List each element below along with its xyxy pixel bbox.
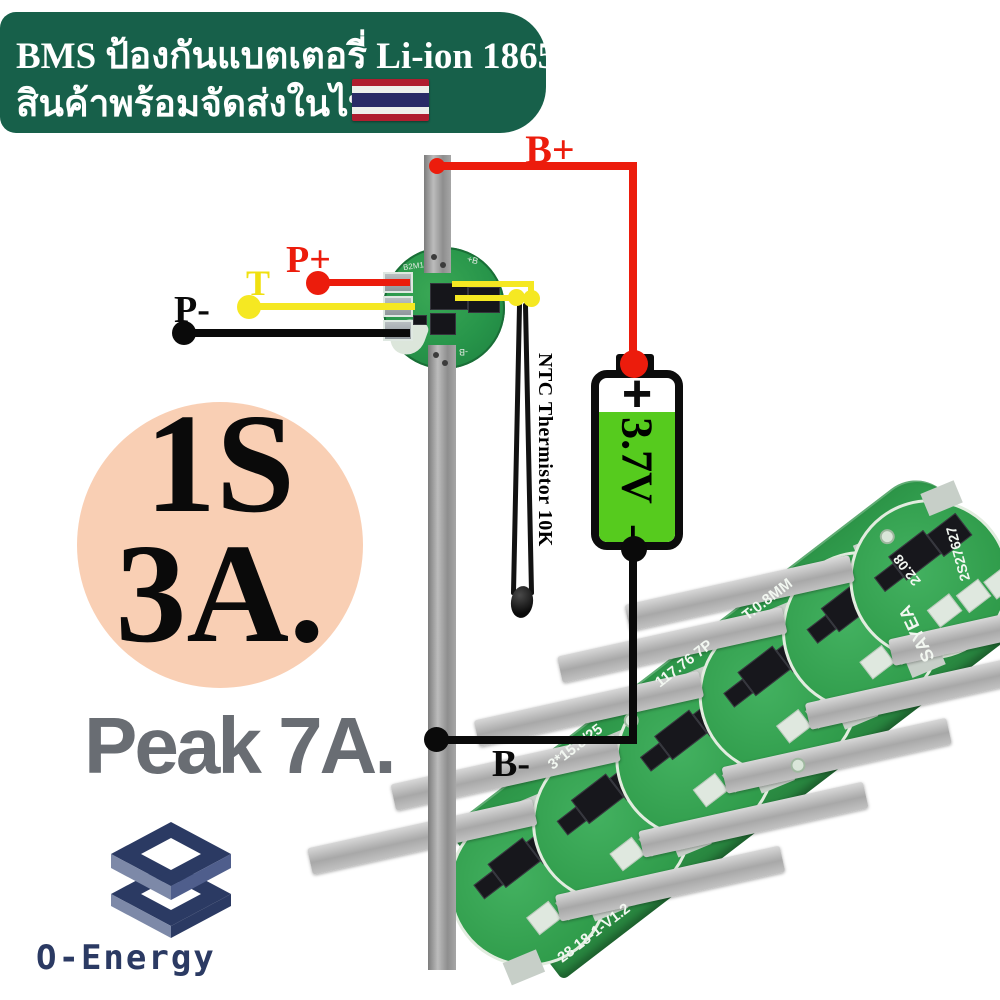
- banner-title: BMS ป้องกันแบตเตอรี่ Li-ion 18650: [16, 36, 575, 77]
- b-plus-label: B+: [525, 127, 575, 172]
- p-minus-label: P-: [174, 289, 210, 331]
- thailand-flag-icon: [352, 79, 429, 121]
- ntc-wire-1: [452, 281, 534, 287]
- board-top-pad-label: +B: [465, 253, 480, 267]
- t-node: [237, 295, 261, 319]
- t-wire: [249, 303, 415, 310]
- spec-badge: 1S 3A.: [77, 392, 363, 688]
- b-minus-label: B-: [492, 743, 530, 785]
- spec-peak: Peak 7A.: [84, 701, 397, 790]
- battery-plus-sign: +: [621, 370, 653, 423]
- p-plus-label: P+: [286, 239, 331, 281]
- spec-current: 3A.: [115, 514, 325, 672]
- battery-negative-node: [621, 536, 647, 562]
- board-bottom-pad-label: -B: [459, 347, 468, 357]
- b-plus-wire-horizontal: [437, 162, 637, 170]
- p-plus-node: [306, 271, 330, 295]
- b-plus-node: [429, 158, 445, 174]
- brand-name: O-Energy: [36, 938, 216, 978]
- battery-positive-node: [620, 350, 648, 378]
- ntc-label: NTC Thermistor 10K: [534, 353, 556, 547]
- promo-banner: BMS ป้องกันแบตเตอรี่ Li-ion 18650 สินค้า…: [0, 12, 575, 133]
- nickel-strip-top: [424, 155, 451, 273]
- ntc-wire-2: [455, 295, 519, 301]
- battery-icon: + 3.7V -: [591, 370, 683, 550]
- nickel-strip-bottom: [428, 345, 456, 970]
- b-minus-wire-horizontal: [434, 736, 637, 744]
- b-minus-node: [424, 727, 449, 752]
- o-energy-logo: [111, 822, 231, 938]
- t-label: T: [246, 263, 271, 303]
- p-minus-node: [172, 321, 196, 345]
- p-plus-wire: [318, 279, 410, 286]
- b-plus-wire-vertical: [629, 162, 637, 362]
- spec-series: 1S: [145, 384, 295, 542]
- ntc-node-2: [523, 290, 540, 307]
- b-minus-wire-vertical: [629, 548, 637, 744]
- ntc-node-1: [508, 289, 525, 306]
- battery-voltage: 3.7V -: [612, 417, 662, 539]
- p-minus-wire: [184, 329, 410, 337]
- ntc-lead: [510, 302, 523, 596]
- ntc-wire-1-elbow: [528, 281, 534, 297]
- protection-ic: [430, 313, 456, 335]
- banner-subtitle: สินค้าพร้อมจัดส่งในไทย: [16, 84, 395, 125]
